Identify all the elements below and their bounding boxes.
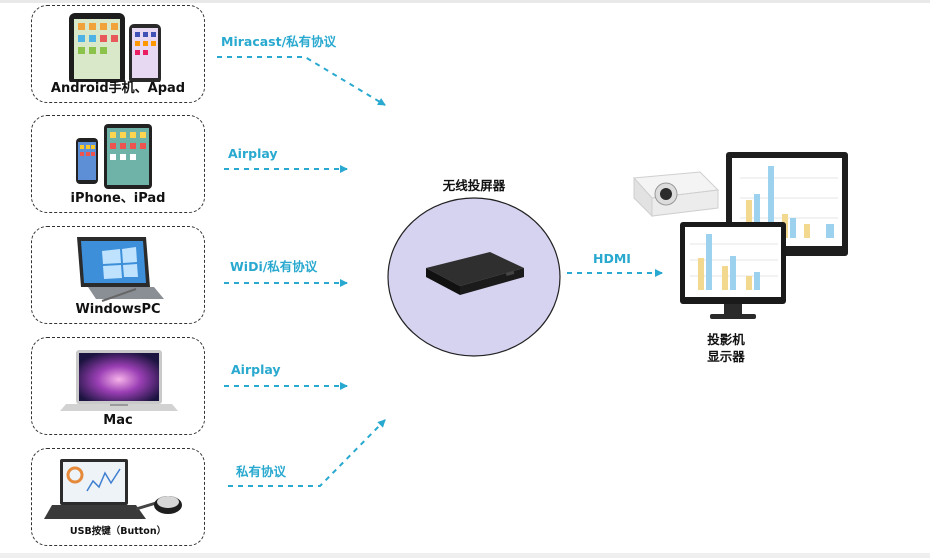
device-card-usb: USB按键（Button） [31, 448, 205, 546]
device-label-mac: Mac [103, 413, 133, 428]
display-title-line2: 显示器 [707, 349, 745, 364]
conn-label-airplay-mac: Airplay [231, 362, 281, 377]
bottom-divider [0, 553, 930, 558]
conn-label-widi: WiDi/私有协议 [230, 259, 318, 274]
device-label-ios: iPhone、iPad [70, 191, 166, 206]
device-card-windows: WindowsPC [31, 226, 205, 324]
conn-label-miracast: Miracast/私有协议 [221, 34, 337, 49]
projector-monitor-icon [632, 152, 848, 319]
arrow-miracast [217, 56, 386, 106]
top-divider [0, 0, 930, 3]
android-tablets-icon [69, 13, 161, 82]
conn-label-private: 私有协议 [236, 464, 287, 479]
device-card-ios: iPhone、iPad [31, 115, 205, 213]
device-label-windows: WindowsPC [75, 302, 161, 317]
hub-title: 无线投屏器 [442, 178, 506, 193]
iphone-ipad-icon [76, 124, 152, 189]
device-card-mac: Mac [31, 337, 205, 435]
arrow-private [228, 419, 386, 487]
display-title-line1: 投影机 [707, 332, 745, 347]
device-label-android: Android手机、Apad [50, 81, 186, 96]
mac-laptop-icon [60, 350, 178, 411]
conn-label-airplay-ios: Airplay [228, 146, 278, 161]
device-label-usb: USB按键（Button） [69, 526, 167, 537]
wireless-screen-box-icon [387, 197, 561, 357]
device-card-android: Android手机、Apad [31, 5, 205, 103]
windows-pc-icon [77, 237, 164, 302]
conn-label-hdmi: HDMI [593, 251, 631, 266]
usb-button-icon [44, 459, 182, 519]
